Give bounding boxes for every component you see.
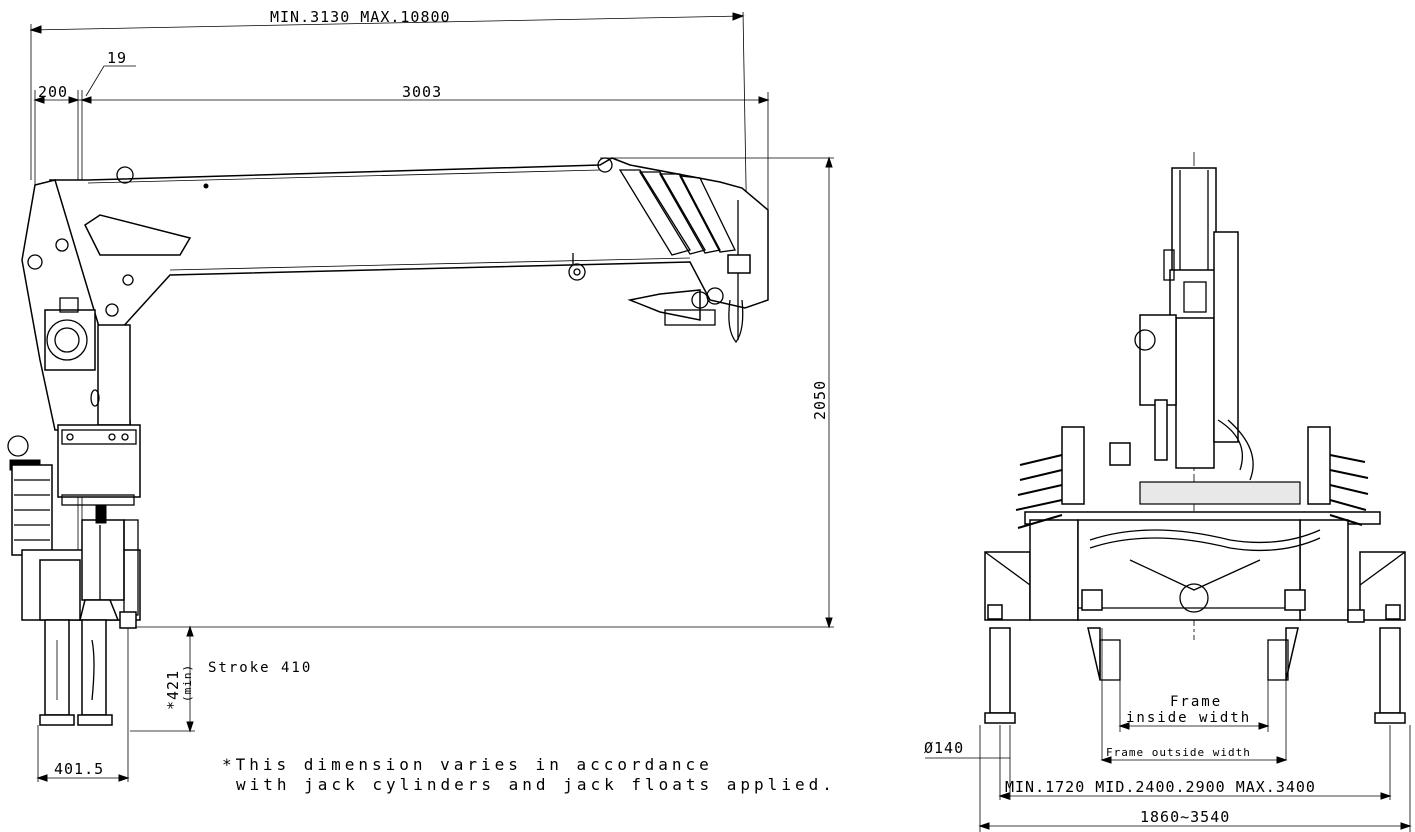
dim-401-text: 401.5 [54,760,104,778]
front-view: Frame inside width Frame outside width Ø… [924,152,1412,832]
dim-421-text: *421 [164,670,182,710]
diameter-text: Ø140 [924,739,964,757]
dim-stroke-421: *421 (min) Stroke 410 [130,625,312,733]
stroke-text: Stroke 410 [208,660,312,676]
front-base [984,426,1406,623]
note-line-2: with jack cylinders and jack floats appl… [236,775,836,794]
note: *This dimension varies in accordance wit… [222,755,836,794]
control-levers [1015,454,1369,529]
frame-inside-line1: Frame [1170,694,1222,710]
dim-401: 401.5 [36,628,130,782]
dim-421-sub: (min) [181,664,194,702]
dim-total-width: 1860~3540 [978,725,1412,832]
frame-inside-line2: inside width [1126,710,1251,726]
outrigger-legs [39,611,137,726]
crane-base [7,424,141,621]
dim-overall-length: MIN.3130 MAX.10800 [29,8,749,301]
boom [48,157,769,344]
front-legs [984,627,1406,760]
total-text: 1860~3540 [1140,808,1230,826]
dim-2050-text: 2050 [811,380,829,420]
dim-200-text: 200 [38,83,68,101]
note-line-1: *This dimension varies in accordance [222,755,713,774]
dim-overall-text: MIN.3130 MAX.10800 [270,8,451,26]
spread-text: MIN.1720 MID.2400.2900 MAX.3400 [1005,778,1316,796]
dim-19-text: 19 [107,49,127,67]
front-mast [1134,167,1254,481]
crane-column [21,179,134,431]
side-view: MIN.3130 MAX.10800 19 200 3003 [7,8,836,794]
dim-diameter: Ø140 [924,725,1011,832]
dim-height-2050: 2050 [135,156,834,629]
dim-outrigger-spread: MIN.1720 MID.2400.2900 MAX.3400 [998,725,1392,800]
dim-3003-text: 3003 [402,83,442,101]
frame-outside-text: Frame outside width [1106,746,1251,759]
dim-frame-widths: Frame inside width Frame outside width [1100,694,1288,764]
